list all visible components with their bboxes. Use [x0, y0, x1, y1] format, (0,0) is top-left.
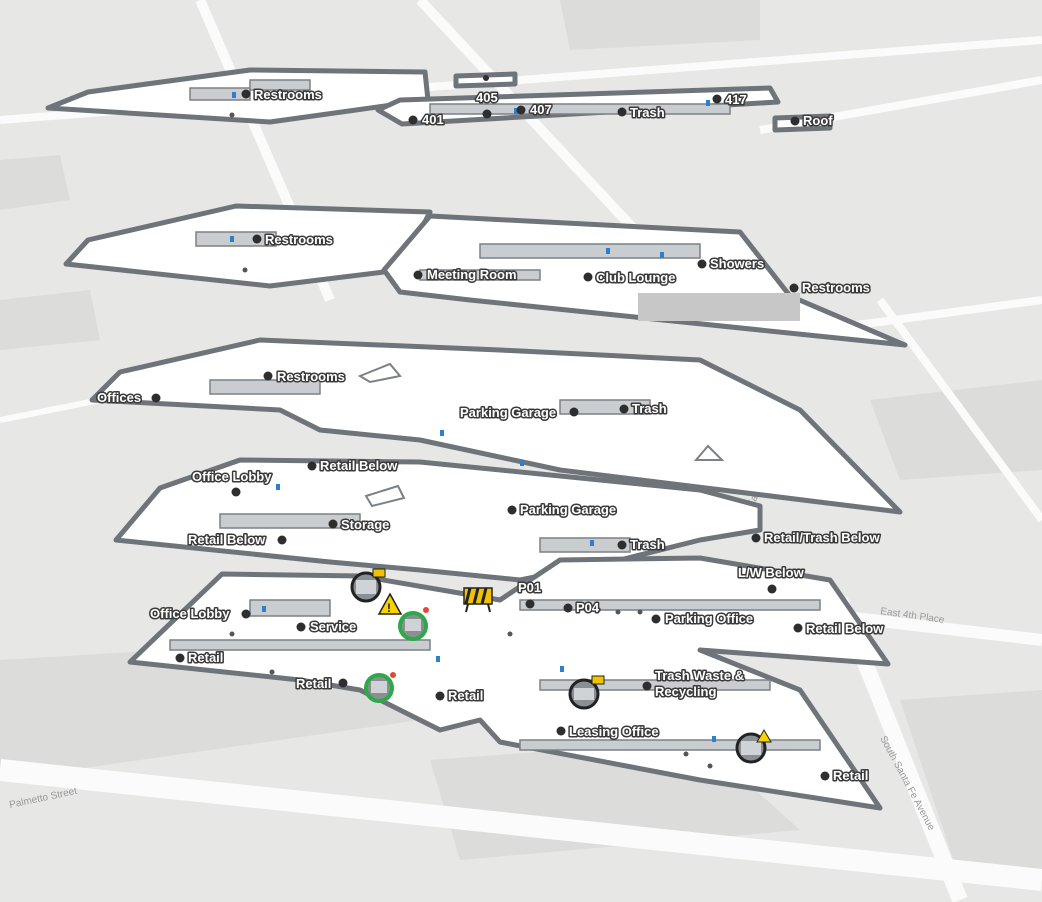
room-label[interactable]: Service [309, 618, 358, 636]
floor-level-top[interactable] [45, 67, 833, 133]
construction-marker-4[interactable] [568, 675, 605, 710]
labels-upper: Restrooms Meeting Room Club Lounge Showe… [252, 231, 872, 297]
room-label[interactable]: Restrooms [264, 231, 335, 249]
room-label[interactable]: Retail [447, 687, 485, 705]
labels-top: Restrooms 405 407 401 Trash 417 Roof [241, 75, 835, 130]
floor-level-ground[interactable] [127, 555, 891, 811]
room-label[interactable]: 401 [421, 111, 446, 129]
construction-marker-1[interactable] [350, 568, 386, 603]
caution-barrier-icon[interactable] [463, 587, 493, 613]
room-label[interactable]: L/W Below [737, 564, 807, 582]
room-label[interactable]: Retail [832, 767, 870, 785]
floor-level-third[interactable] [89, 337, 903, 515]
room-label[interactable]: P04 [575, 599, 602, 617]
room-label[interactable]: Restrooms [253, 86, 324, 104]
room-label[interactable]: Trash Waste &Recycling [654, 667, 746, 701]
labels-third: Offices Restrooms Parking Garage Trash [96, 368, 669, 422]
room-label[interactable]: Trash [629, 104, 667, 122]
room-label[interactable]: 405 [475, 89, 500, 107]
room-label[interactable]: Leasing Office [568, 723, 661, 741]
floor-level-second[interactable] [113, 457, 763, 583]
room-label[interactable]: Retail Below [187, 531, 268, 549]
warning-marker-1[interactable]: ! [377, 592, 403, 615]
construction-marker-3[interactable] [364, 672, 396, 703]
labels-second: Office Lobby Retail Below Storage Retail… [187, 457, 882, 554]
room-label[interactable]: Parking Garage [459, 404, 558, 422]
room-label[interactable]: Retail/Trash Below [763, 529, 882, 547]
room-label[interactable]: Roof [802, 112, 835, 130]
room-label[interactable]: 407 [529, 101, 554, 119]
room-label[interactable]: P01 [517, 579, 543, 597]
room-label[interactable]: Trash [631, 400, 669, 418]
room-label[interactable]: Retail [295, 675, 333, 693]
room-dots [229, 112, 713, 769]
room-label[interactable]: Club Lounge [595, 269, 677, 287]
warning-marker-2[interactable] [735, 729, 772, 764]
room-label[interactable]: Offices [96, 389, 143, 407]
room-label[interactable]: Meeting Room [426, 266, 519, 284]
room-label[interactable]: Trash [629, 536, 667, 554]
room-label[interactable]: Office Lobby [149, 605, 232, 623]
room-label[interactable]: Parking Office [664, 610, 755, 628]
room-label[interactable]: Restrooms [801, 279, 872, 297]
room-label[interactable]: Retail [187, 649, 225, 667]
room-label[interactable]: 417 [724, 91, 749, 109]
construction-marker-2[interactable] [398, 607, 429, 641]
labels-ground: L/W Below P01 P04 Office Lobby Service P… [149, 564, 886, 785]
room-label[interactable]: Parking Garage [519, 501, 618, 519]
room-label[interactable]: Showers [709, 255, 766, 273]
room-label[interactable]: Retail Below [805, 620, 886, 638]
room-label[interactable]: Restrooms [276, 368, 347, 386]
room-label[interactable]: Storage [340, 516, 391, 534]
room-label[interactable]: Office Lobby [191, 468, 274, 486]
room-label[interactable]: Retail Below [319, 457, 400, 475]
svg-text:!: ! [387, 601, 391, 615]
